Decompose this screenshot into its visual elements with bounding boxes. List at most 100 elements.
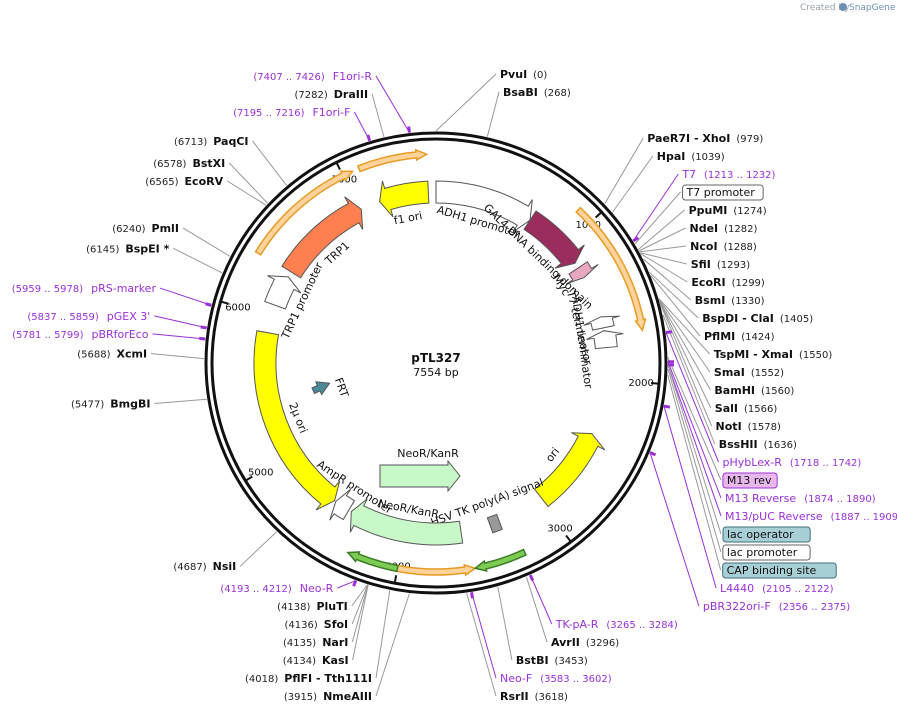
primer-f1ori-f[interactable]: (7195 .. 7216)F1ori-F [233,106,350,119]
boxed-cap-binding-site[interactable]: CAP binding site [722,562,837,579]
primer-neo-r[interactable]: (4193 .. 4212)Neo-R [220,582,333,595]
site-bamhi[interactable]: BamHI(1560) [714,384,794,397]
site-label: AvrII(3296) [551,636,619,649]
site-sfoi[interactable]: (4136)SfoI [285,618,349,631]
site-name: BstXI [192,157,225,170]
site-pvui[interactable]: PvuI(0) [500,68,547,81]
primer-binding-arrow [346,551,399,573]
site-paqci[interactable]: (6713)PaqCI [174,135,249,148]
site-smai[interactable]: SmaI(1552) [714,366,784,379]
site-ndei[interactable]: NdeI(1282) [689,222,757,235]
feature-2-ori[interactable]: 2μ ori [253,330,341,511]
site-position: (4134) [283,656,316,667]
site-pmli[interactable]: (6240)PmlI [112,222,179,235]
feature-label: f1 ori [393,209,424,227]
site-name: NarI [322,636,348,649]
primer-neo-f[interactable]: Neo-F(3583 .. 3602) [500,672,612,685]
site-sali[interactable]: SalI(1566) [715,402,778,415]
primer-binding-arrow [254,170,355,256]
site-bsshii[interactable]: BssHII(1636) [719,438,797,451]
site-label: NcoI(1288) [690,240,757,253]
feature-f1-ori[interactable]: f1 ori [379,180,430,227]
leader-line [649,271,699,319]
primer-position: (1718 .. 1742) [790,458,862,469]
site-ecorv[interactable]: (6565)EcoRV [145,175,223,188]
leader-line [659,301,712,409]
boxed-t7-promoter[interactable]: T7 promoter [682,184,764,201]
site-hpai[interactable]: HpaI(1039) [657,150,725,163]
leader-line [665,332,719,463]
site-bspdi[interactable]: BspDI - ClaI(1405) [702,312,813,325]
primer-pgex-3[interactable]: (5837 .. 5859)pGEX 3' [27,310,150,323]
feature-frt-free[interactable]: FRT [310,376,351,399]
site-pluti[interactable]: (4138)PluTI [277,600,348,613]
site-nsii[interactable]: (4687)NsiI [173,560,236,573]
primer-prs-marker[interactable]: (5959 .. 5978)pRS-marker [12,282,157,295]
site-paer7i[interactable]: PaeR7I - XhoI(979) [647,132,763,145]
site-ppumi[interactable]: PpuMI(1274) [689,204,767,217]
site-bsabi[interactable]: BsaBI(268) [503,86,571,99]
site-label: RsrII(3618) [500,690,568,703]
site-kasi[interactable]: (4134)KasI [283,654,349,667]
tick-label: 5000 [248,467,273,478]
primer-label: (7195 .. 7216)F1ori-F [233,106,350,119]
primer-m13-puc-reverse[interactable]: M13/pUC Reverse(1887 .. 1909) [725,510,897,523]
primer-pbrforeco[interactable]: (5781 .. 5799)pBRforEco [12,328,149,341]
site-bspei[interactable]: (6145)BspEI * [86,242,170,255]
primer-name: F1ori-F [312,106,350,119]
leader-line [663,405,717,589]
boxed-m13-rev[interactable]: M13 rev [722,472,778,489]
primer-phyblex-r[interactable]: pHybLex-R(1718 .. 1742) [723,456,862,469]
site-ncoi[interactable]: NcoI(1288) [690,240,757,253]
site-label: (5688)XcmI [77,348,147,361]
site-label: (6578)BstXI [153,157,225,170]
boxed-lac-operator[interactable]: lac operator [722,526,811,543]
site-ecori[interactable]: EcoRI(1299) [691,276,765,289]
primer-marker [663,404,671,409]
site-name: XhoI [702,132,730,145]
plasmid-backbone [204,131,668,595]
primer-l4440[interactable]: L4440(2105 .. 2122) [720,582,834,595]
site-xcmi[interactable]: (5688)XcmI [77,348,147,361]
leader-line [639,245,687,253]
site-noti[interactable]: NotI(1578) [716,420,781,433]
site-position: (1405) [780,314,813,325]
site-name: NsiI [213,560,237,573]
feature-ori[interactable]: ori [533,432,606,508]
site-avrii[interactable]: AvrII(3296) [551,636,619,649]
primer-m13-reverse[interactable]: M13 Reverse(1874 .. 1890) [725,492,876,505]
tick-label: 2000 [628,378,653,389]
site-pflmi[interactable]: PflMI(1424) [704,330,775,343]
site-bsmi[interactable]: BsmI(1330) [695,294,765,307]
primer-f1ori-r[interactable]: (7407 .. 7426)F1ori-R [253,70,372,83]
site-position: (4135) [283,638,316,649]
primer-tk-pa-r[interactable]: TK-pA-R(3265 .. 3284) [555,618,678,631]
feature-adh1-terminator[interactable]: ADH1 terminator [569,295,624,390]
leader-line [435,73,497,132]
site-position: (1274) [733,206,766,217]
site-nmeaiii[interactable]: (3915)NmeAIII [284,690,372,703]
leader-line [173,247,223,274]
site-position: (1636) [764,440,797,451]
site-bstxi[interactable]: (6578)BstXI [153,157,225,170]
site-name: BsaBI [503,86,538,99]
site-position: (1566) [744,404,777,415]
primer-t7[interactable]: T7(1213 .. 1232) [681,168,775,181]
site-label: SfiI(1293) [691,258,751,271]
leader-line [658,298,711,373]
primer-binding-arrow [575,206,647,333]
site-rsrii[interactable]: RsrII(3618) [500,690,568,703]
primer-marker [352,580,358,587]
site-draiii[interactable]: (7282)DraIII [295,88,369,101]
site-bmgbi[interactable]: (5477)BmgBI [71,398,150,411]
site-nari[interactable]: (4135) NarI [283,636,348,649]
feature-neor-kanr-free[interactable]: NeoR/KanR [379,447,461,493]
tick-mark [565,534,572,543]
site-pflfi[interactable]: (4018)PflFI - Tth111I [245,672,372,685]
site-label: HpaI(1039) [657,150,725,163]
site-bstbi[interactable]: BstBI(3453) [516,654,588,667]
site-sfii[interactable]: SfiI(1293) [691,258,751,271]
primer-pbr322ori-f[interactable]: pBR322ori-F(2356 .. 2375) [703,600,850,613]
boxed-lac-promoter[interactable]: lac promoter [722,544,811,561]
site-tspmi[interactable]: TspMI - XmaI(1550) [714,348,833,361]
